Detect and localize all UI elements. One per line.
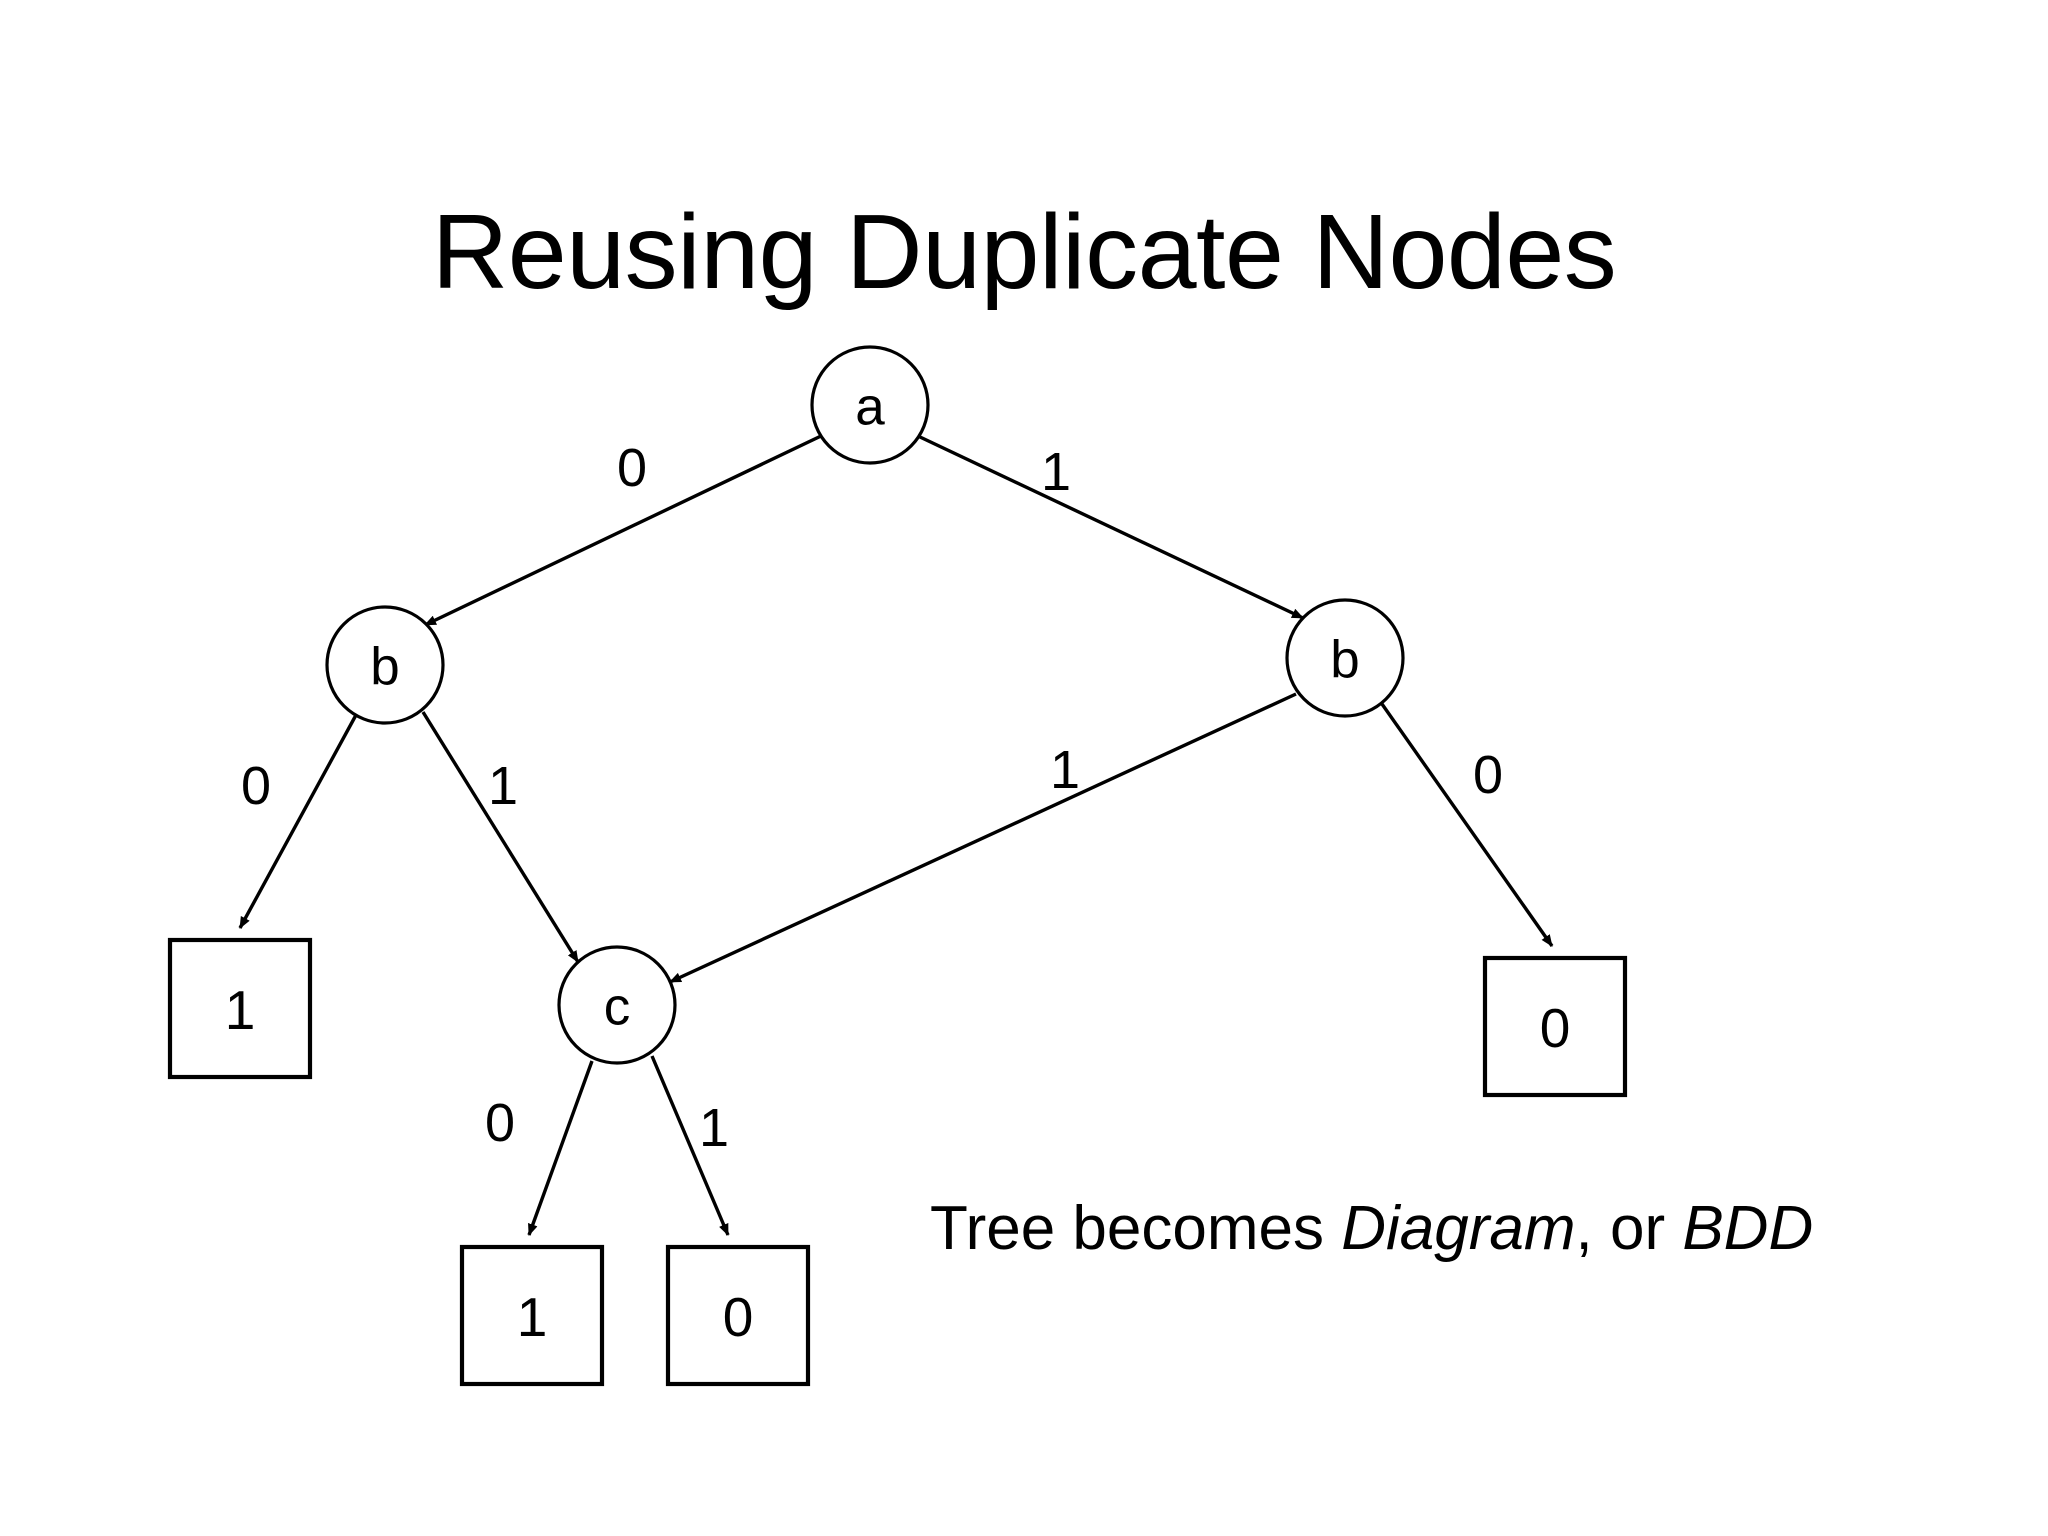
edge-label-a-0: 0 xyxy=(617,438,647,498)
edge-bright-1-c: 1 xyxy=(669,692,1297,984)
edge-a-1-bright: 1 xyxy=(919,435,1304,620)
edge-label-bright-0: 0 xyxy=(1473,745,1503,805)
node-c[interactable]: c xyxy=(557,945,677,1065)
terminal-zero-bottom[interactable]: 0 xyxy=(665,1244,811,1387)
edge-line xyxy=(424,434,822,627)
edge-a-0-bleft: 0 xyxy=(424,434,822,627)
terminal-label: 0 xyxy=(1540,997,1571,1059)
edge-c-0-one: 0 xyxy=(485,1060,594,1236)
edge-line xyxy=(650,1055,730,1236)
node-a[interactable]: a xyxy=(810,345,930,465)
edge-line xyxy=(1380,703,1554,947)
terminal-box[interactable] xyxy=(459,1244,605,1387)
decision-node-group: a b b c xyxy=(325,345,1405,1065)
edge-line xyxy=(919,435,1304,620)
terminal-box[interactable] xyxy=(665,1244,811,1387)
page-title: Reusing Duplicate Nodes xyxy=(431,193,1617,312)
terminal-box[interactable] xyxy=(1482,955,1628,1098)
node-circle[interactable] xyxy=(1285,598,1405,718)
edge-label-bright-1: 1 xyxy=(1050,740,1080,800)
node-label: c xyxy=(604,978,631,1037)
terminal-node-group: 1 0 1 0 xyxy=(167,937,1628,1387)
node-b-right[interactable]: b xyxy=(1285,598,1405,718)
terminal-one-left[interactable]: 1 xyxy=(167,937,313,1080)
terminal-label: 0 xyxy=(723,1286,754,1348)
caption-italic-diagram: Diagram xyxy=(1341,1194,1576,1263)
edge-bleft-1-c: 1 xyxy=(421,711,580,963)
caption-plain-2: , or xyxy=(1575,1194,1683,1263)
node-label: a xyxy=(855,378,885,437)
terminal-box[interactable] xyxy=(167,937,313,1080)
terminal-label: 1 xyxy=(517,1286,548,1348)
edge-label-bleft-1: 1 xyxy=(488,756,518,816)
edge-label-c-0: 0 xyxy=(485,1093,515,1153)
terminal-label: 1 xyxy=(225,979,256,1041)
node-circle[interactable] xyxy=(810,345,930,465)
caption-text: Tree becomes Diagram, or BDD xyxy=(930,1198,1813,1260)
edge-label-c-1: 1 xyxy=(699,1098,729,1158)
edge-line xyxy=(421,711,580,963)
node-circle[interactable] xyxy=(325,605,445,725)
edge-label-bleft-0: 0 xyxy=(241,756,271,816)
edge-line xyxy=(238,714,358,929)
edge-label-a-1: 1 xyxy=(1041,442,1071,502)
edge-line xyxy=(669,692,1297,984)
edge-group: b(left) --> 0 b(right) --> 1 terminal 1 … xyxy=(238,434,1554,1236)
node-circle[interactable] xyxy=(557,945,677,1065)
caption-plain-1: Tree becomes xyxy=(930,1194,1342,1263)
edge-line xyxy=(527,1060,594,1236)
node-b-left[interactable]: b xyxy=(325,605,445,725)
caption-italic-bdd: BDD xyxy=(1682,1194,1814,1263)
terminal-zero-right[interactable]: 0 xyxy=(1482,955,1628,1098)
node-label: b xyxy=(370,638,399,697)
node-label: b xyxy=(1330,631,1359,690)
edge-bleft-0-one: 0 xyxy=(238,714,358,929)
terminal-one-bottom[interactable]: 1 xyxy=(459,1244,605,1387)
edge-c-1-zero: 1 xyxy=(650,1055,730,1236)
edge-bright-0-zero: 0 xyxy=(1380,703,1554,947)
